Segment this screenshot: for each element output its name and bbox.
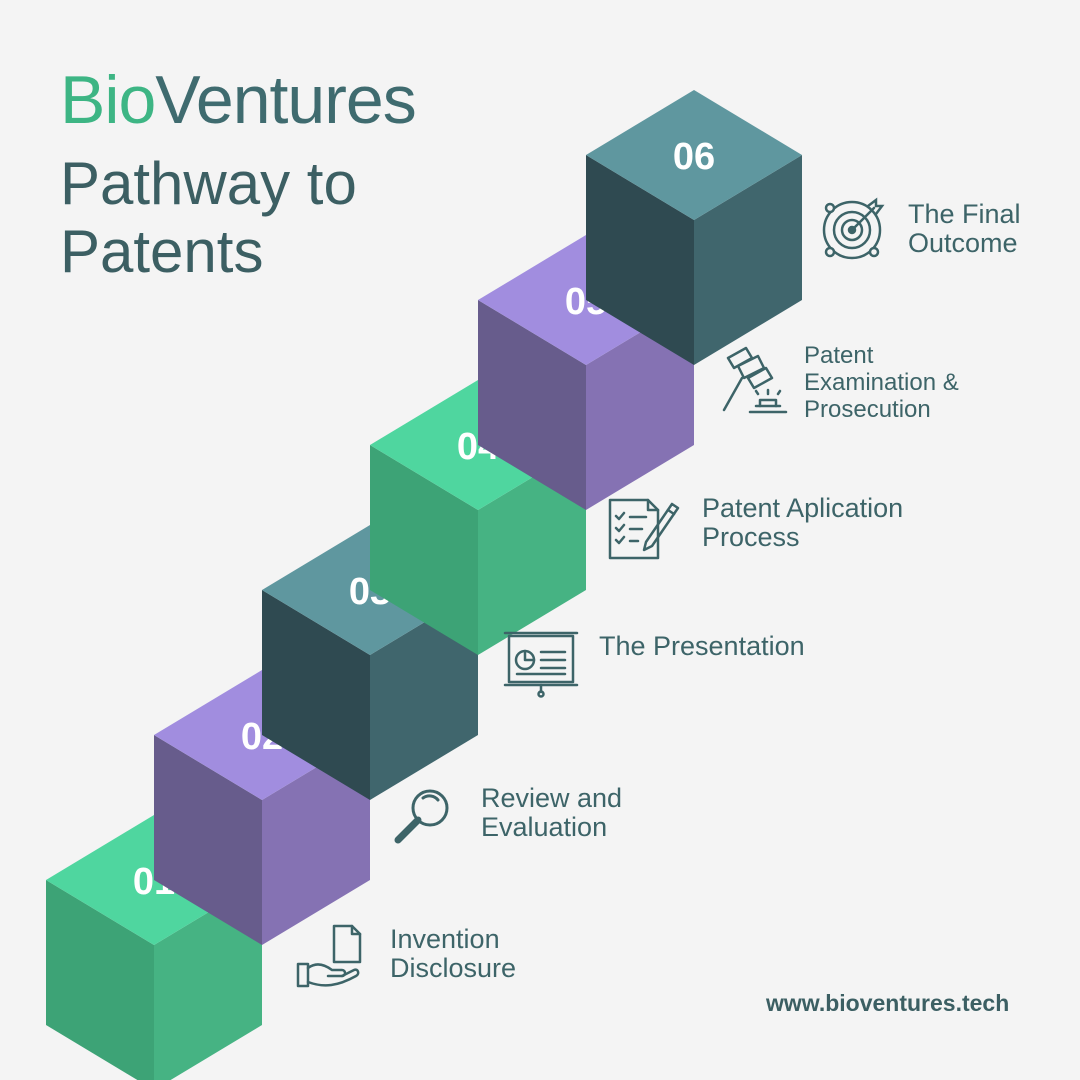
step-4-left-face xyxy=(370,445,478,655)
step-6-number: 06 xyxy=(673,136,715,178)
presentation-board-icon xyxy=(503,631,579,698)
step-1-left-face xyxy=(46,880,154,1080)
step-1-label-line-1: Invention xyxy=(390,924,500,954)
step-6-label: The Final Outcome xyxy=(908,200,1021,258)
step-1-label: Invention Disclosure xyxy=(390,925,516,983)
step-6-top-face xyxy=(586,90,802,220)
page-title: Pathway to Patents xyxy=(60,150,460,286)
brand-logo-part-ventures: Ventures xyxy=(155,62,416,138)
step-5-right-face xyxy=(586,300,694,510)
step-1-right-face xyxy=(154,880,262,1080)
step-4-label-line-1: Patent Aplication xyxy=(702,493,904,523)
step-6-label-line-2: Outcome xyxy=(908,228,1018,258)
hand-document-icon xyxy=(296,924,362,988)
step-2-label-line-2: Evaluation xyxy=(481,812,608,842)
document-pen-icon xyxy=(608,498,680,560)
target-icon xyxy=(822,197,885,260)
step-2-label: Review and Evaluation xyxy=(481,784,622,842)
step-3-label: The Presentation xyxy=(599,632,805,661)
brand-logo: BioVentures xyxy=(60,66,417,134)
step-5-label-line-2: Examination & xyxy=(804,369,959,396)
step-4-label: Patent Aplication Process xyxy=(702,494,903,552)
step-6-right-face xyxy=(694,155,802,365)
step-2-label-line-1: Review and xyxy=(481,783,623,813)
step-5-left-face xyxy=(478,300,586,510)
step-2-right-face xyxy=(262,735,370,945)
magnifying-glass-icon xyxy=(394,789,449,844)
step-3-label-line-1: The Presentation xyxy=(599,631,805,661)
brand-logo-part-bio: Bio xyxy=(60,62,156,138)
gavel-icon xyxy=(722,346,788,414)
page-title-line-1: Pathway to xyxy=(60,150,357,217)
step-6-block: 06 xyxy=(586,90,802,365)
step-5-label-line-1: Patent xyxy=(804,342,874,369)
step-3-left-face xyxy=(262,590,370,800)
page-title-line-2: Patents xyxy=(60,218,264,285)
step-2-left-face xyxy=(154,735,262,945)
step-6-label-line-1: The Final xyxy=(908,199,1021,229)
website-url[interactable]: www.bioventures.tech xyxy=(766,990,1010,1016)
step-4-right-face xyxy=(478,445,586,655)
step-5-label: Patent Examination & Prosecution xyxy=(804,342,959,423)
step-3-right-face xyxy=(370,590,478,800)
step-1-label-line-2: Disclosure xyxy=(390,953,517,983)
step-5-label-line-3: Prosecution xyxy=(804,396,931,423)
step-4-label-line-2: Process xyxy=(702,522,800,552)
step-6-left-face xyxy=(586,155,694,365)
